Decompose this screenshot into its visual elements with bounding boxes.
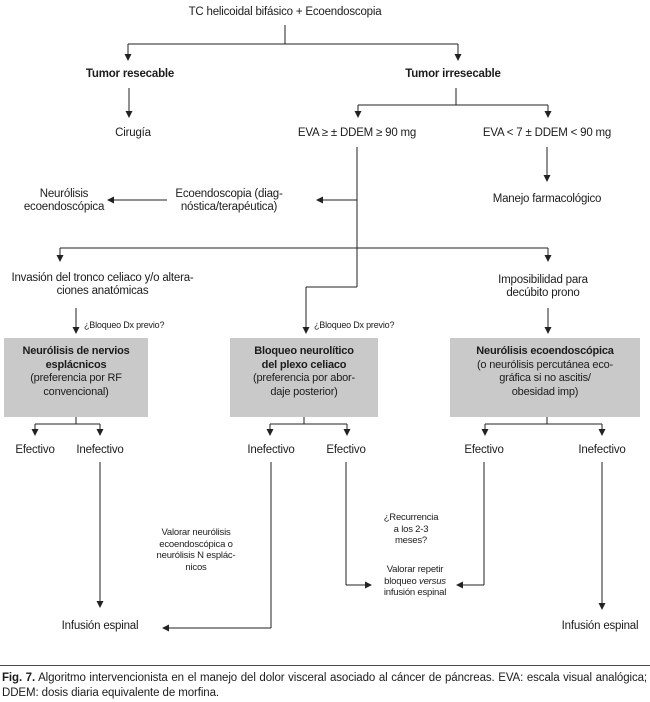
outcome-mid-efectivo: Efectivo <box>326 444 366 456</box>
note-recurrencia-line2: a los 2-3 <box>393 523 429 535</box>
node-manejo-farmacologico: Manejo farmacológico <box>492 193 602 205</box>
label-bloqueo-dx-center: ¿Bloqueo Dx previo? <box>314 320 395 330</box>
node-ecoendoscopia-line1: Ecoendoscopia (diag- <box>175 188 283 200</box>
arrowhead-boxmid <box>302 327 310 334</box>
figure-caption: Fig. 7. Algoritmo intervencionista en el… <box>2 671 647 700</box>
note-valorar-neurolisis-line3: neurólisis N esplác- <box>156 550 236 561</box>
node-ecoendoscopia: Ecoendoscopia (diag- nóstica/terapéutica… <box>154 188 304 213</box>
box-esplacnicos-line4: convencional) <box>43 385 109 398</box>
arrowhead-boxright <box>544 327 552 334</box>
note-valorar-neurolisis-line4: nicos <box>185 561 207 573</box>
caption-fig-label: Fig. 7. <box>2 672 36 684</box>
note-valorar-repetir: Valorar repetir bloqueo versus infusión … <box>374 564 456 599</box>
arrowhead-cirugia <box>125 111 133 118</box>
node-infusion-espinal-left: Infusión espinal <box>61 620 139 632</box>
arrowhead-mid-inefectivo <box>266 429 274 436</box>
caption-text: Algoritmo intervencionista en el manejo … <box>2 672 647 699</box>
arrowhead-ecoendoscopia <box>316 196 323 204</box>
arrowhead-boxleft <box>72 327 80 334</box>
arrowhead-imposibilidad <box>544 255 552 262</box>
caption-divider <box>0 665 650 666</box>
note-recurrencia-line1: ¿Recurrencia <box>383 512 439 523</box>
note-valorar-repetir-line1: Valorar repetir <box>386 564 444 575</box>
note-valorar-repetir-line2: bloqueo versus <box>374 576 456 588</box>
arrowhead-right-efectivo <box>481 429 489 436</box>
box-plexo-bold2: del plexo celiaco <box>261 358 347 371</box>
node-infusion-espinal-right: Infusión espinal <box>561 620 639 632</box>
node-eva-high: EVA ≥ ± DDEM ≥ 90 mg <box>297 127 417 139</box>
note-valorar-neurolisis-line1: Valorar neurólisis <box>161 527 231 538</box>
arrowhead-mid-efectivo <box>343 429 351 436</box>
node-eva-low: EVA < 7 ± DDEM < 90 mg <box>482 127 612 139</box>
box-esplacnicos-bold1: Neurólisis de nervios <box>22 345 130 357</box>
arrowhead-eva-low <box>544 111 552 118</box>
arrowhead-valorar-repetir-r <box>456 581 463 589</box>
note-recurrencia-line3: meses? <box>394 535 428 546</box>
box-esplacnicos-line3: (preferencia por RF <box>30 372 122 384</box>
arrowhead-infusion-left <box>96 601 104 608</box>
node-invasion-line2: ciones anatómicas <box>56 285 149 297</box>
box-eco-line2: (o neurólisis percutánea eco- <box>476 358 614 371</box>
node-invasion-line1: Invasión del tronco celiaco y/o altera- <box>11 272 194 284</box>
node-invasion-tronco-celiaco: Invasión del tronco celiaco y/o altera- … <box>0 272 205 298</box>
arrowhead-invasion <box>56 255 64 262</box>
arrowhead-to-resecable <box>124 54 132 61</box>
arrowhead-infusion-left2 <box>162 624 169 632</box>
arrowhead-infusion-right <box>598 603 606 610</box>
node-imposibilidad-line1: Imposibilidad para <box>498 274 588 286</box>
node-tumor-resecable: Tumor resecable <box>85 68 175 80</box>
note-valorar-repetir-line3: infusión espinal <box>383 587 447 598</box>
box-bloqueo-plexo-celiaco: Bloqueo neurolítico del plexo celiaco (p… <box>230 338 378 417</box>
outcome-mid-inefectivo: Inefectivo <box>247 444 295 456</box>
note-valorar-repetir-line2b: versus <box>419 575 446 587</box>
box-plexo-line3: (preferencia por abor- <box>253 372 355 384</box>
box-plexo-bold1: Bloqueo neurolítico <box>254 345 354 357</box>
node-imposibilidad-line2: decúbito prono <box>506 287 580 299</box>
note-valorar-neurolisis-line2: ecoendoscópica o <box>159 538 233 550</box>
note-valorar-neurolisis: Valorar neurólisis ecoendoscópica o neur… <box>136 527 256 573</box>
box-esplacnicos-bold2: esplácnicos <box>45 358 107 371</box>
arrowhead-valorar-repetir-l <box>365 581 372 589</box>
box-neurolisis-esplacnicos: Neurólisis de nervios esplácnicos (prefe… <box>4 338 148 417</box>
outcome-left-efectivo: Efectivo <box>15 444 55 456</box>
outcome-right-inefectivo: Inefectivo <box>578 444 626 456</box>
node-cirugia: Cirugía <box>115 127 151 139</box>
node-root: TC helicoidal bifásico + Ecoendoscopia <box>188 6 382 18</box>
arrowhead-left-inefectivo <box>96 429 104 436</box>
arrowhead-eva-high <box>354 111 362 118</box>
outcome-left-inefectivo: Inefectivo <box>76 444 124 456</box>
label-bloqueo-dx-left: ¿Bloqueo Dx previo? <box>84 320 165 330</box>
node-imposibilidad-decubito: Imposibilidad para decúbito prono <box>468 274 618 300</box>
node-ecoendoscopia-line2: nóstica/terapéutica) <box>180 200 278 213</box>
node-neurolisis-eco-line2: ecoendoscópica <box>23 200 105 213</box>
arrowhead-left-efectivo <box>31 429 39 436</box>
node-neurolisis-ecoendoscopica: Neurólisis ecoendoscópica <box>14 188 114 213</box>
arrowhead-manejo <box>543 175 551 182</box>
node-tumor-irresecable: Tumor irresecable <box>405 68 501 80</box>
box-eco-line3: gráfica si no ascitis/ <box>499 372 591 384</box>
node-neurolisis-eco-line1: Neurólisis <box>39 188 89 200</box>
box-eco-line4: obesidad imp) <box>511 385 579 398</box>
box-neurolisis-ecoendoscopica: Neurólisis ecoendoscópica (o neurólisis … <box>450 338 640 417</box>
arrowhead-to-irresecable <box>454 54 462 61</box>
note-recurrencia: ¿Recurrencia a los 2-3 meses? <box>371 512 451 547</box>
note-valorar-repetir-line2a: bloqueo <box>384 575 417 587</box>
arrowhead-right-inefectivo <box>598 429 606 436</box>
box-eco-bold1: Neurólisis ecoendoscópica <box>476 345 614 357</box>
outcome-right-efectivo: Efectivo <box>464 444 504 456</box>
box-plexo-line4: daje posterior) <box>270 385 338 398</box>
